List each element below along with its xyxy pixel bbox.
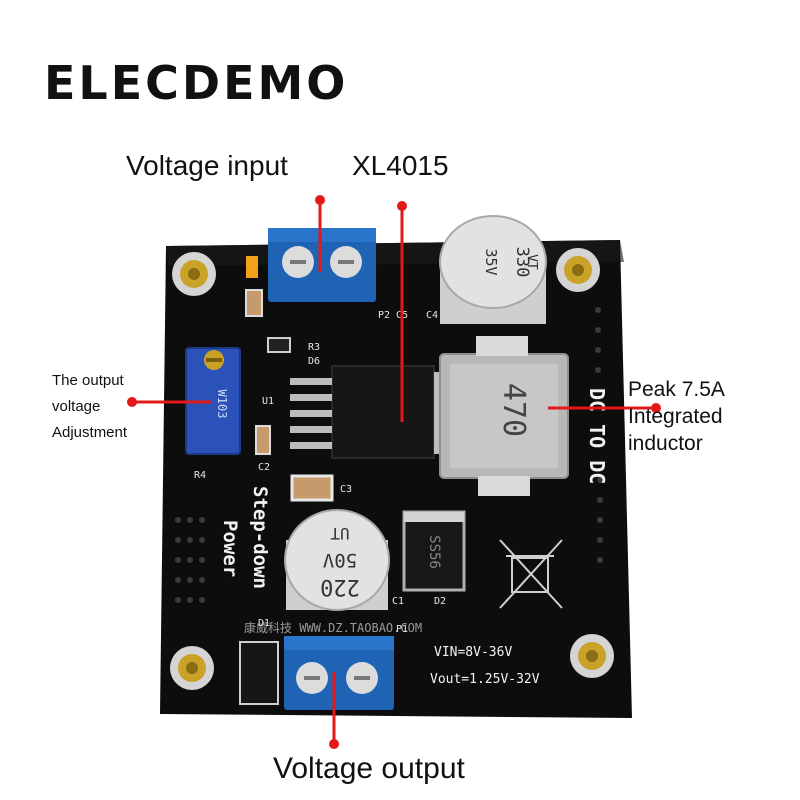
output-terminal-block: [284, 636, 394, 710]
ref-label: C2: [258, 462, 270, 473]
cap-top-value: 330: [512, 247, 532, 278]
callout-adjustment-line: The output: [52, 372, 124, 389]
callout-inductor: Peak 7.5A Integrated inductor: [628, 376, 725, 457]
callout-adjustment-line: Adjustment: [52, 424, 128, 441]
pot-code: W103: [215, 390, 229, 419]
capacitor-top: 330 35V VT: [439, 215, 547, 324]
callout-adjustment: The output voltage Adjustment: [52, 368, 127, 446]
callout-voltage-input: Voltage input: [126, 150, 288, 181]
inductor-value: 470: [496, 383, 531, 437]
standoff-top-right: [556, 248, 600, 292]
callout-inductor-line: Peak 7.5A: [628, 378, 725, 401]
input-terminal-block: [268, 228, 376, 302]
inductor: 470: [439, 336, 569, 496]
small-components: [239, 256, 334, 705]
standoff-bottom-right: [570, 634, 614, 678]
pointer-chip: [397, 201, 407, 422]
ref-label: D2: [434, 596, 446, 607]
diode-code: SS56: [426, 535, 442, 569]
callout-voltage-output: Voltage output: [273, 752, 465, 785]
diode-ss56: SS56: [402, 510, 466, 592]
ref-label: C1: [392, 596, 404, 607]
board-title: DC TO DC: [585, 388, 609, 484]
potentiometer: W103: [185, 347, 241, 455]
cap-top-voltage: 35V: [482, 248, 500, 275]
reference-designators: P2 C5 C4 R3 D6 U1 C2 C3 R4 C1 D2 D1 P1: [194, 310, 446, 635]
cap-bottom-voltage: 50V: [323, 549, 357, 571]
cap-bottom-value: 220: [320, 574, 360, 599]
standoff-top-left: [172, 252, 216, 296]
board-vin: VIN=8V-36V: [434, 645, 512, 660]
callout-inductor-line: Integrated: [628, 405, 723, 428]
ref-label: C3: [340, 484, 352, 495]
ref-label: P2: [378, 310, 390, 321]
ref-label: R4: [194, 470, 206, 481]
ref-label: D6: [308, 356, 320, 367]
board-subtitle: Step-down: [249, 486, 271, 589]
weee-bin-icon: [499, 539, 563, 609]
cap-top-code: VT: [524, 254, 539, 270]
header-pins-left: [175, 517, 205, 603]
callout-chip: XL4015: [352, 150, 449, 181]
ref-label: D1: [258, 618, 270, 629]
ref-label: R3: [308, 342, 320, 353]
xl4015-chip: [290, 365, 452, 459]
ref-label: U1: [262, 396, 274, 407]
capacitor-bottom: 220 50V UT: [284, 509, 390, 611]
pointer-adjustment: [127, 397, 212, 407]
board-vout: Vout=1.25V-32V: [430, 672, 540, 687]
pointer-inductor: [548, 403, 661, 413]
callout-adjustment-line: voltage: [52, 398, 101, 415]
ref-label: C4: [426, 310, 438, 321]
pointer-voltage-input: [315, 195, 325, 272]
pointer-voltage-output: [329, 672, 339, 749]
header-pins-right: [595, 307, 603, 563]
standoff-bottom-left: [170, 646, 214, 690]
board-subtitle-2: Power: [219, 520, 241, 577]
cap-bottom-code: UT: [330, 524, 350, 543]
ref-label: P1: [396, 624, 408, 635]
board-shop-text: 康威科技 WWW.DZ.TAOBAO.COM: [244, 620, 422, 635]
callout-inductor-line: inductor: [628, 432, 703, 455]
brand-logo-text: ELECDEMO: [44, 56, 349, 110]
